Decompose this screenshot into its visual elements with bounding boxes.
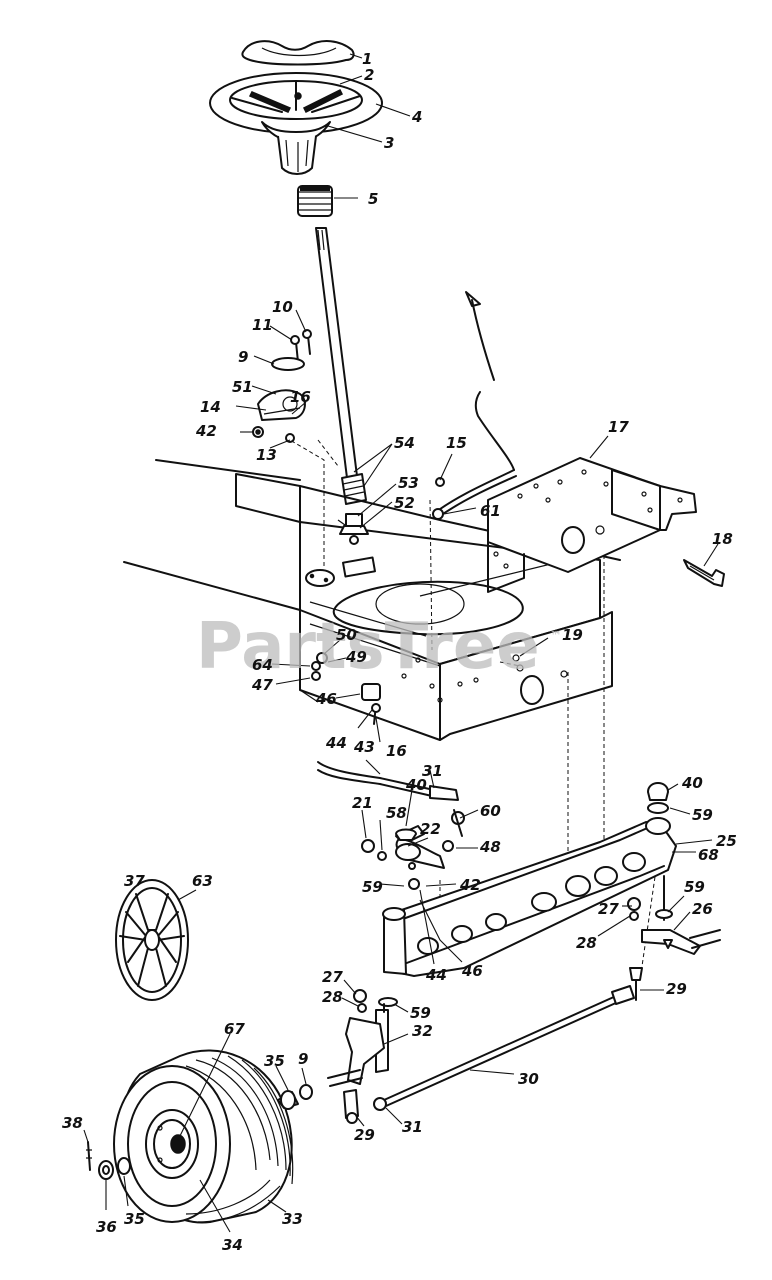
callout-label: 68 <box>698 846 719 864</box>
callout-label: 54 <box>394 434 415 452</box>
callout-label: 14 <box>200 398 221 416</box>
callout-label: 60 <box>480 802 501 820</box>
bracket-fasteners <box>252 329 312 443</box>
leader-lines <box>83 53 719 1233</box>
callout-label: 10 <box>272 298 293 316</box>
callout-label: 36 <box>96 1218 117 1236</box>
callout-label: 59 <box>362 878 383 896</box>
callout-label: 5 <box>368 190 378 208</box>
callout-label: 17 <box>608 418 629 436</box>
tie-rod <box>343 967 643 1124</box>
callout-label: 50 <box>336 626 357 644</box>
callout-label: 26 <box>692 900 713 918</box>
callout-label: 31 <box>402 1118 423 1136</box>
callout-label: 27 <box>322 968 343 986</box>
callout-label: 64 <box>252 656 273 674</box>
steering-shaft <box>315 227 367 505</box>
watermark-text: PartsTree <box>196 610 540 684</box>
callout-label: 59 <box>684 878 705 896</box>
callout-label: 48 <box>479 838 501 856</box>
callout-label: 18 <box>712 530 733 548</box>
callout-label: 9 <box>298 1050 308 1068</box>
callout-label: 40 <box>405 776 427 794</box>
callout-label: 42 <box>195 422 217 440</box>
callout-label: 13 <box>256 446 277 464</box>
callout-label: 49 <box>345 648 367 666</box>
wheel-hardware <box>86 1084 313 1180</box>
callout-label: 59 <box>692 806 713 824</box>
callout-label: 67 <box>224 1020 245 1038</box>
callout-label: 63 <box>192 872 213 890</box>
callout-label: 34 <box>222 1236 243 1254</box>
callout-label: 59 <box>410 1004 431 1022</box>
callout-label: 29 <box>666 980 687 998</box>
callout-label: 51 <box>232 378 253 396</box>
callout-label: 58 <box>386 804 407 822</box>
callout-label: 21 <box>352 794 373 812</box>
callout-label: 28 <box>576 934 597 952</box>
front-tire <box>113 1049 294 1224</box>
callout-label: 2 <box>364 66 374 84</box>
callout-label: 28 <box>322 988 343 1006</box>
watermark: PartsTree ™ <box>196 610 562 684</box>
callout-label: 33 <box>282 1210 303 1228</box>
callout-label: 30 <box>518 1070 539 1088</box>
center-fasteners <box>311 513 381 725</box>
callout-label: 44 <box>325 734 347 752</box>
callout-labels: 1 2 4 3 5 10 11 9 51 16 14 42 13 54 15 1… <box>62 50 737 1254</box>
callout-label: 32 <box>412 1022 433 1040</box>
callout-label: 53 <box>398 474 419 492</box>
callout-label: 42 <box>459 876 481 894</box>
callout-label: 31 <box>422 762 443 780</box>
callout-label: 19 <box>562 626 583 644</box>
steering-wheel <box>209 72 383 175</box>
left-spindle <box>327 989 398 1087</box>
callout-label: 61 <box>480 502 501 520</box>
callout-label: 16 <box>290 388 311 406</box>
bearing-bushing <box>297 185 333 217</box>
callout-label: 9 <box>238 348 248 366</box>
watermark-trademark: ™ <box>550 629 562 643</box>
callout-label: 38 <box>62 1114 83 1132</box>
callout-label: 29 <box>354 1126 375 1144</box>
callout-label: 3 <box>384 134 394 152</box>
callout-label: 47 <box>251 676 273 694</box>
callout-label: 11 <box>252 316 273 334</box>
cable-with-arrow <box>432 291 517 520</box>
callout-label: 22 <box>420 820 441 838</box>
callout-label: 16 <box>386 742 407 760</box>
callout-label: 37 <box>124 872 145 890</box>
callout-label: 44 <box>425 966 447 984</box>
callout-label: 52 <box>394 494 415 512</box>
callout-label: 25 <box>716 832 737 850</box>
callout-label: 35 <box>124 1210 145 1228</box>
callout-label: 46 <box>315 690 337 708</box>
steering-arm <box>361 825 445 890</box>
callout-label: 27 <box>598 900 619 918</box>
drag-link-rod <box>317 761 465 852</box>
steering-wheel-cap <box>241 40 355 66</box>
callout-label: 4 <box>411 108 422 126</box>
steering-bracket <box>487 457 725 593</box>
callout-label: 35 <box>264 1052 285 1070</box>
callout-label: 40 <box>681 774 703 792</box>
callout-label: 1 <box>362 50 372 68</box>
callout-label: 46 <box>461 962 483 980</box>
right-spindle <box>627 782 721 955</box>
hubcap <box>115 879 189 1001</box>
front-axle <box>382 817 677 977</box>
callout-label: 15 <box>446 434 467 452</box>
callout-label: 43 <box>353 738 375 756</box>
